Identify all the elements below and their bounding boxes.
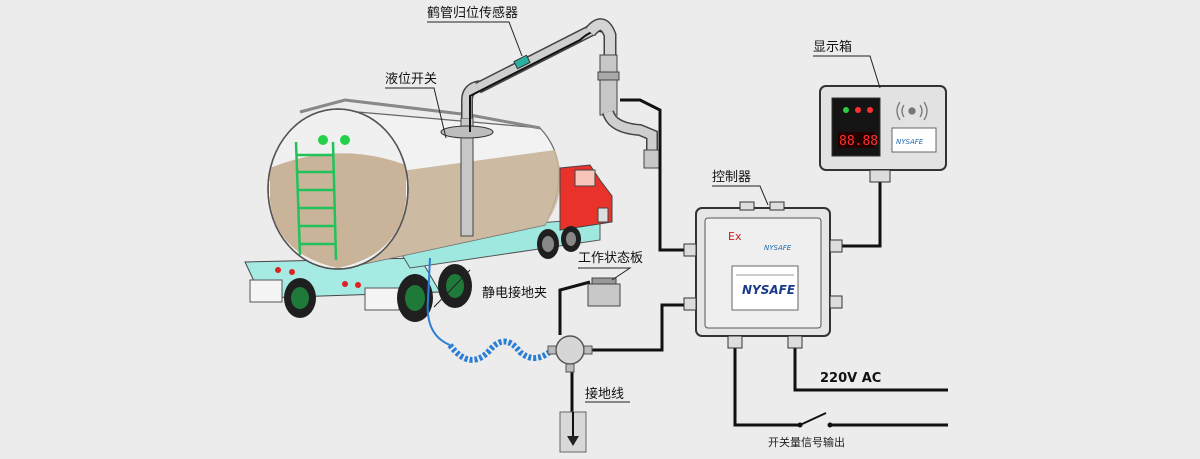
label-ground-wire: 接地线 [585, 386, 624, 402]
ex-mark: Ex [728, 230, 742, 243]
label-work-status-board: 工作状态板 [578, 251, 643, 266]
ground-hose [426, 257, 554, 363]
work-status-board-device [587, 277, 621, 307]
junction-box [547, 335, 593, 373]
buzzer-icon [896, 101, 928, 121]
label-power: 220V AC [820, 371, 881, 386]
controller-box: Ex NYSAFE NYSAFE [683, 201, 843, 349]
controller-brand: NYSAFE [742, 283, 796, 297]
tank-truck [244, 98, 613, 322]
ladder [294, 141, 338, 261]
controller-brand-small: NYSAFE [764, 244, 792, 252]
label-crane-sensor: 鹤管归位传感器 [427, 5, 518, 21]
crane-sensor-unit [513, 54, 531, 70]
label-display-box: 显示箱 [813, 39, 852, 55]
leader-lines [385, 21, 881, 403]
switch-symbol [797, 412, 833, 428]
display-brand: NYSAFE [896, 138, 924, 146]
label-static-clamp: 静电接地夹 [482, 285, 547, 301]
label-switch-output: 开关量信号输出 [768, 435, 845, 449]
label-level-switch: 液位开关 [385, 72, 437, 87]
ground-rod [559, 411, 587, 453]
label-controller: 控制器 [712, 170, 751, 185]
signal-cables [558, 98, 948, 427]
display-digits: 88.88 [839, 134, 878, 149]
loading-arm [440, 18, 661, 237]
truck-cab [559, 164, 613, 231]
display-box: 88.88 NYSAFE [819, 85, 947, 183]
